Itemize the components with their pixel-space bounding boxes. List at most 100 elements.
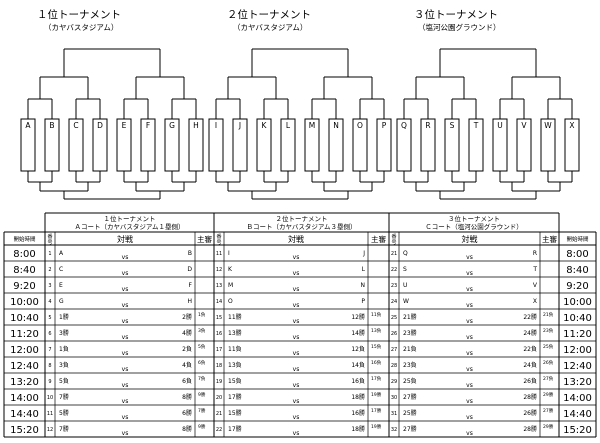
referee-cell: 5負 (198, 343, 206, 350)
referee-cell: 6負 (198, 359, 206, 366)
vs-label: vs (466, 366, 473, 373)
start-time-right: 13:20 (563, 377, 592, 388)
no-header: 号 (47, 240, 52, 246)
match-right-team: 22負 (523, 345, 537, 353)
match-number: 3 (48, 283, 51, 289)
vs-label: vs (466, 414, 473, 421)
match-number: 1 (48, 251, 51, 257)
vs-label: vs (122, 318, 129, 325)
match-left-team: 7勝 (59, 425, 69, 433)
court-2-title: ２位トーナメント (276, 214, 328, 223)
match-left-team: 27勝 (403, 425, 417, 433)
vs-label: vs (293, 318, 300, 325)
tournament-2-venue: （カヤバスタジアム） (233, 23, 308, 32)
team-label-f: F (146, 121, 150, 130)
match-right-team: 12勝 (351, 313, 365, 321)
match-left-team: U (403, 282, 407, 289)
vs-label: vs (293, 398, 300, 405)
vs-label: vs (466, 302, 473, 309)
match-number: 25 (391, 315, 397, 321)
match-right-team: 14負 (351, 361, 365, 369)
match-left-team: 1負 (59, 345, 69, 353)
vs-label: vs (122, 398, 129, 405)
match-number: 28 (391, 363, 397, 369)
match-right-team: 24負 (523, 361, 537, 369)
start-time-header-right: 開始時間 (566, 235, 589, 243)
match-left-team: 5勝 (59, 409, 69, 417)
no-header: 号 (216, 240, 221, 246)
start-time-right: 8:00 (566, 249, 588, 260)
match-number: 27 (391, 347, 397, 353)
vs-label: vs (466, 318, 473, 325)
vs-label: vs (122, 414, 129, 421)
match-left-team: 23負 (403, 361, 417, 369)
match-left-team: M (228, 282, 233, 289)
match-left-team: W (403, 298, 409, 305)
start-time-left: 12:40 (10, 361, 39, 372)
start-time-right: 9:20 (566, 281, 588, 292)
match-left-team: 25負 (403, 377, 417, 385)
match-left-team: Q (403, 250, 408, 257)
match-left-team: 21負 (403, 345, 417, 353)
match-left-team: G (59, 298, 64, 305)
vs-label: vs (122, 286, 129, 293)
team-label-x: X (569, 121, 574, 130)
match-left-team: 27勝 (403, 393, 417, 401)
referee-cell: 9勝 (198, 391, 206, 398)
vs-label: vs (122, 366, 129, 373)
referee-cell: 19勝 (371, 423, 382, 430)
match-right-team: 28勝 (523, 393, 537, 401)
start-time-right: 8:40 (566, 265, 588, 276)
match-right-team: R (533, 250, 537, 257)
court-3-title: ３位トーナメント (448, 214, 500, 223)
referee-cell: 19勝 (371, 391, 382, 398)
match-number: 11 (47, 411, 53, 417)
match-left-team: 1勝 (59, 313, 69, 321)
team-label-m: M (309, 121, 315, 130)
match-left-team: E (59, 282, 63, 289)
match-left-team: K (228, 266, 233, 273)
match-number: 5 (48, 315, 51, 321)
start-time-left: 11:20 (10, 329, 39, 340)
vs-label: vs (122, 254, 129, 261)
team-label-t: T (473, 121, 479, 130)
match-right-team: 28勝 (523, 425, 537, 433)
match-number: 19 (216, 379, 222, 385)
match-number: 21 (216, 411, 222, 417)
court-1-title: １位トーナメント (104, 214, 156, 223)
match-number: 11 (216, 251, 222, 257)
tournament-2-title: ２位トーナメント (227, 9, 311, 21)
match-right-team: 8勝 (182, 393, 192, 401)
vs-label: vs (293, 350, 300, 357)
start-time-left: 9:20 (13, 281, 35, 292)
match-right-team: T (532, 266, 537, 273)
referee-header: 主審 (197, 234, 212, 244)
team-label-l: L (286, 121, 291, 130)
match-right-team: 18勝 (351, 425, 365, 433)
referee-cell: 29勝 (543, 423, 554, 430)
match-right-team: 22勝 (523, 313, 537, 321)
vs-label: vs (293, 366, 300, 373)
start-time-left: 13:20 (10, 377, 39, 388)
tournament-3-title: ３位トーナメント (414, 9, 498, 21)
match-right-team: V (533, 282, 538, 289)
no-header: 番 (216, 233, 221, 240)
referee-cell: 26負 (543, 359, 554, 366)
team-label-r: R (425, 121, 430, 130)
vs-label: vs (466, 350, 473, 357)
vs-label: vs (293, 334, 300, 341)
match-left-team: 11勝 (228, 313, 242, 321)
match-right-team: 18勝 (351, 393, 365, 401)
match-right-team: 4勝 (182, 329, 192, 337)
team-label-u: U (497, 121, 503, 130)
match-number: 9 (48, 379, 51, 385)
match-number: 31 (391, 411, 397, 417)
start-time-left: 15:20 (10, 425, 39, 436)
start-time-header-left: 開始時間 (13, 235, 36, 243)
match-number: 7 (48, 347, 51, 353)
match-number: 14 (216, 299, 222, 305)
match-left-team: C (59, 266, 63, 273)
tournament-3-venue: （塩河公園グラウンド） (418, 23, 501, 32)
